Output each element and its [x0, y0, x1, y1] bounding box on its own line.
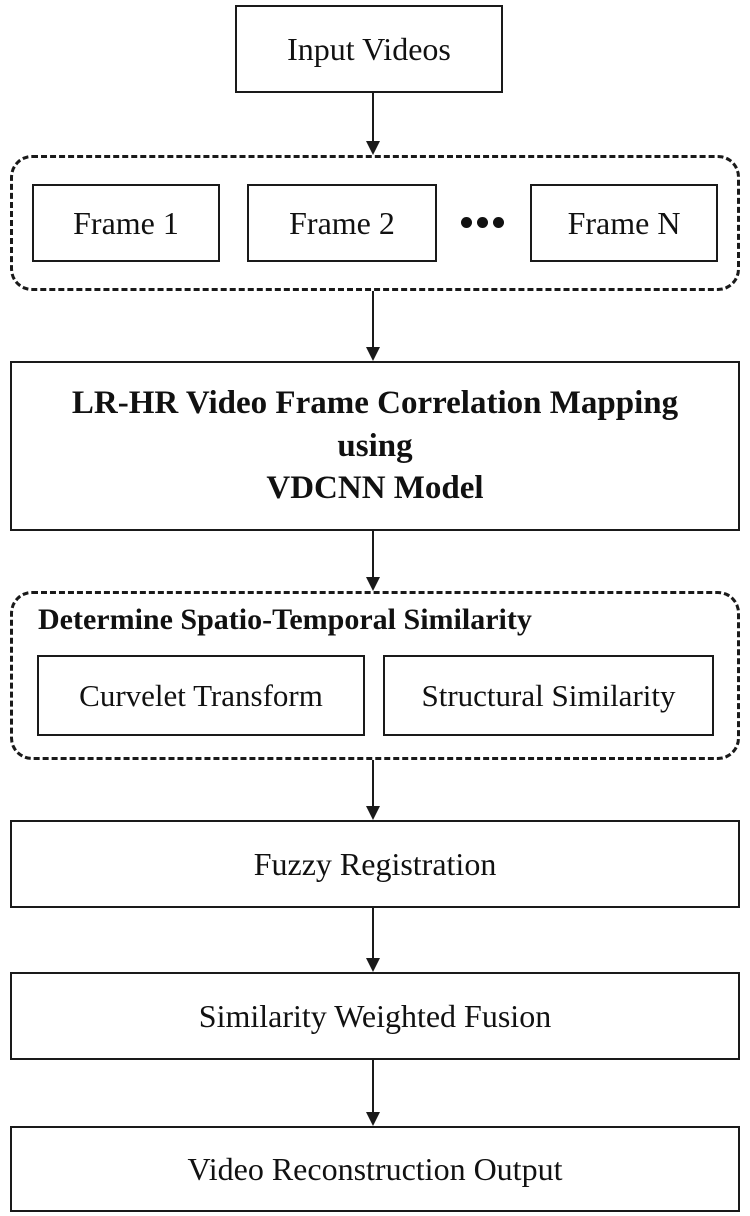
- arrow-input-to-frames: [366, 93, 380, 155]
- curvelet-transform-label: Curvelet Transform: [79, 677, 323, 713]
- frame-2-label: Frame 2: [289, 204, 395, 241]
- arrow-fusion-to-output: [366, 1060, 380, 1126]
- mapping-line-3: VDCNN Model: [266, 470, 484, 507]
- ellipsis-icon: [461, 217, 504, 228]
- mapping-line-2: using: [337, 427, 413, 464]
- similarity-title: Determine Spatio-Temporal Similarity: [38, 603, 532, 636]
- weighted-fusion-node: Similarity Weighted Fusion: [10, 972, 740, 1060]
- reconstruction-output-node: Video Reconstruction Output: [10, 1126, 740, 1212]
- weighted-fusion-label: Similarity Weighted Fusion: [198, 997, 552, 1034]
- frame-1-label: Frame 1: [73, 204, 179, 241]
- reconstruction-output-label: Video Reconstruction Output: [187, 1150, 563, 1187]
- arrow-mapping-to-similarity: [366, 531, 380, 591]
- fuzzy-registration-label: Fuzzy Registration: [253, 845, 497, 882]
- mapping-node: LR-HR Video Frame Correlation Mapping us…: [10, 361, 740, 531]
- arrow-frames-to-mapping: [366, 291, 380, 361]
- input-videos-node: Input Videos: [235, 5, 503, 93]
- frame-1-node: Frame 1: [32, 184, 220, 262]
- structural-similarity-label: Structural Similarity: [421, 677, 676, 713]
- frame-n-label: Frame N: [567, 204, 681, 241]
- arrow-similarity-to-registration: [366, 760, 380, 820]
- input-videos-label: Input Videos: [287, 30, 451, 67]
- frame-2-node: Frame 2: [247, 184, 437, 262]
- structural-similarity-node: Structural Similarity: [383, 655, 714, 736]
- arrow-registration-to-fusion: [366, 908, 380, 972]
- frame-n-node: Frame N: [530, 184, 718, 262]
- fuzzy-registration-node: Fuzzy Registration: [10, 820, 740, 908]
- mapping-line-1: LR-HR Video Frame Correlation Mapping: [71, 384, 679, 421]
- curvelet-transform-node: Curvelet Transform: [37, 655, 365, 736]
